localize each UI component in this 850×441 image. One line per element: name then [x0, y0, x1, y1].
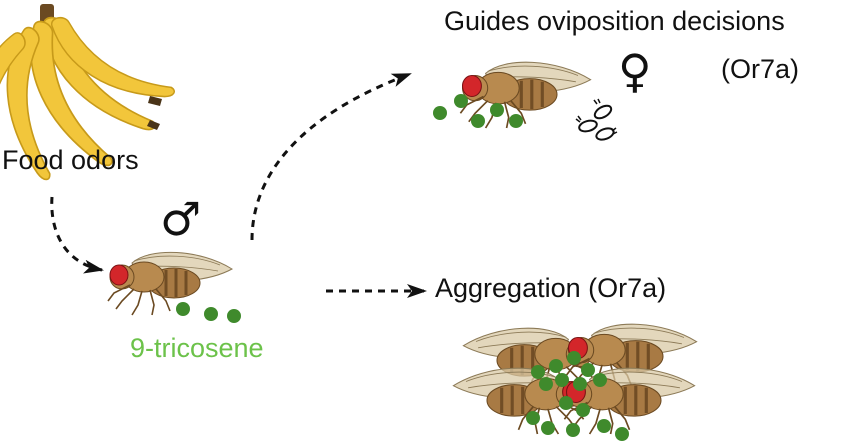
male-symbol-icon: ♂: [160, 192, 202, 246]
arrow-food-to-male: [50, 196, 104, 274]
aggregation-label: Aggregation (Or7a): [435, 273, 667, 303]
oviposition-receptor-label: (Or7a): [721, 54, 800, 84]
banana-bunch-icon: [0, 4, 176, 183]
egg-icon: [575, 98, 618, 141]
aggregation-fly-cluster: [451, 322, 699, 436]
arrow-male-to-oviposition: [250, 72, 412, 241]
aggregation-pheromone-dots: [526, 351, 629, 441]
female-symbol-icon: ♀: [618, 44, 652, 98]
male-pheromone-dots: [176, 302, 241, 323]
female-pheromone-dots: [433, 94, 523, 128]
male-fly-icon: [106, 250, 234, 317]
oviposition-label: Guides oviposition decisions: [444, 6, 785, 36]
food-odors-label: Food odors: [2, 145, 139, 175]
pheromone-label: 9-tricosene: [130, 333, 264, 363]
